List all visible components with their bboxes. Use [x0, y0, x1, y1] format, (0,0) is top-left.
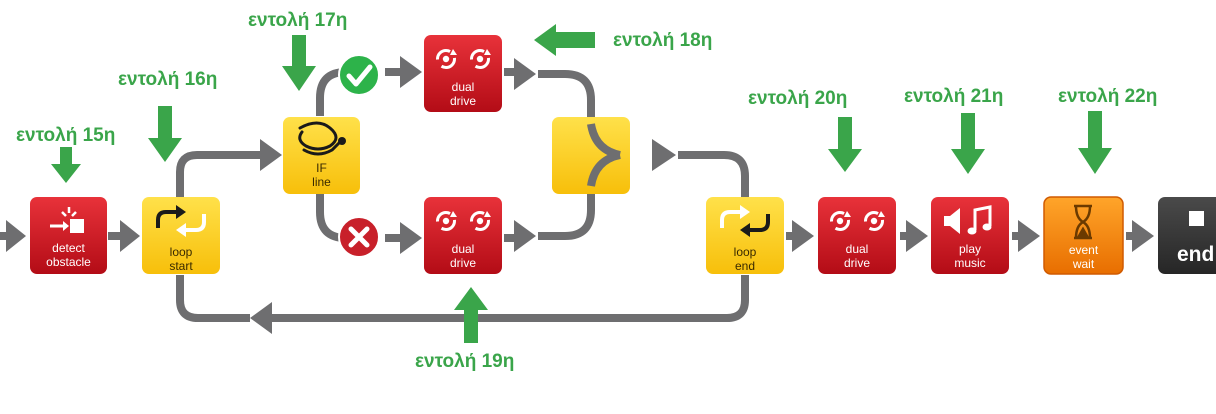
detect-obstacle-label-1: detect — [52, 241, 85, 255]
block-loop-start[interactable]: loop start — [142, 197, 220, 274]
block-loop-end[interactable]: loop end — [706, 197, 784, 274]
command-label-20: εντολή 20η — [748, 88, 847, 109]
down-arrow-icon — [282, 35, 316, 91]
block-end[interactable]: end — [1158, 197, 1216, 274]
arrowhead — [250, 302, 272, 334]
down-arrow-icon — [148, 106, 182, 162]
loop-end-icon — [720, 205, 770, 237]
dual-drive-label-1: dual — [846, 242, 869, 256]
loop-start-label-2: start — [169, 259, 193, 273]
detect-obstacle-label-2: obstacle — [46, 255, 91, 269]
merge-join-lines — [587, 123, 621, 187]
loop-end-label-2: end — [735, 259, 755, 273]
block-detect-obstacle[interactable]: detect obstacle — [30, 197, 107, 274]
if-line-label-1: IF — [316, 161, 327, 175]
dual-drive-label-2: drive — [844, 256, 870, 270]
command-labels: εντολή 15η εντολή 16η εντολή 17η εντολή … — [16, 10, 1157, 372]
play-music-label-2: music — [954, 256, 985, 270]
arrowhead — [792, 220, 814, 252]
if-line-label-2: line — [312, 175, 331, 189]
block-play-music[interactable]: play music — [931, 197, 1009, 274]
dual-drive-label-1: dual — [452, 80, 475, 94]
loop-start-icon — [156, 205, 206, 237]
arrowhead — [906, 220, 928, 252]
arrowhead — [400, 222, 422, 254]
command-label-21: εντολή 21η — [904, 86, 1003, 107]
command-label-15: εντολή 15η — [16, 125, 115, 146]
dual-drive-label-2: drive — [450, 256, 476, 270]
dual-drive-label-2: drive — [450, 94, 476, 108]
block-dual-drive-false[interactable]: dual drive — [424, 197, 502, 274]
down-arrow-icon — [51, 147, 81, 183]
command-label-22: εντολή 22η — [1058, 86, 1157, 107]
false-badge-icon — [338, 216, 380, 258]
arrowhead — [514, 220, 536, 252]
down-arrow-icon — [1078, 111, 1112, 174]
event-wait-label-1: event — [1069, 243, 1099, 257]
hourglass-icon — [1074, 204, 1092, 240]
event-wait-label-2: wait — [1072, 257, 1095, 271]
block-if-line[interactable]: IF line — [283, 117, 360, 194]
arrowhead — [260, 139, 282, 171]
true-badge-icon — [338, 54, 380, 96]
loop-start-label-1: loop — [170, 245, 193, 259]
dual-drive-label-1: dual — [452, 242, 475, 256]
down-arrow-icon — [828, 117, 862, 172]
left-arrow-icon — [534, 24, 595, 56]
block-dual-drive-true[interactable]: dual drive — [424, 35, 502, 112]
block-dual-drive-after[interactable]: dual drive — [818, 197, 896, 274]
arrowhead — [120, 220, 140, 252]
detect-obstacle-icon — [50, 207, 84, 233]
arrowhead — [652, 139, 676, 171]
command-label-16: εντολή 16η — [118, 69, 217, 90]
annotation-arrows — [51, 24, 1112, 343]
arrowhead — [514, 58, 536, 90]
block-event-wait[interactable]: event wait — [1043, 196, 1124, 275]
arrowhead — [1018, 220, 1040, 252]
up-arrow-icon — [454, 287, 488, 343]
wire-loop-return — [270, 275, 749, 322]
command-label-17: εντολή 17η — [248, 10, 347, 31]
stop-icon — [1189, 211, 1204, 226]
block-if-merge[interactable] — [552, 117, 630, 194]
speaker-music-icon — [944, 205, 992, 235]
down-arrow-icon — [951, 113, 985, 174]
play-music-label-1: play — [959, 242, 981, 256]
wire-loopstart-if — [176, 151, 262, 200]
connector-arrowheads — [6, 56, 1154, 334]
wire-merge-to-loopend — [678, 151, 749, 198]
arrowhead — [6, 220, 26, 252]
command-label-19: εντολή 19η — [415, 351, 514, 372]
wire-loop-return-up — [176, 275, 250, 322]
arrowhead — [1132, 220, 1154, 252]
command-label-18: εντολή 18η — [613, 30, 712, 51]
loop-end-label-1: loop — [734, 245, 757, 259]
arrowhead — [400, 56, 422, 88]
line-sensor-icon — [298, 121, 346, 156]
end-label: end — [1177, 243, 1214, 266]
